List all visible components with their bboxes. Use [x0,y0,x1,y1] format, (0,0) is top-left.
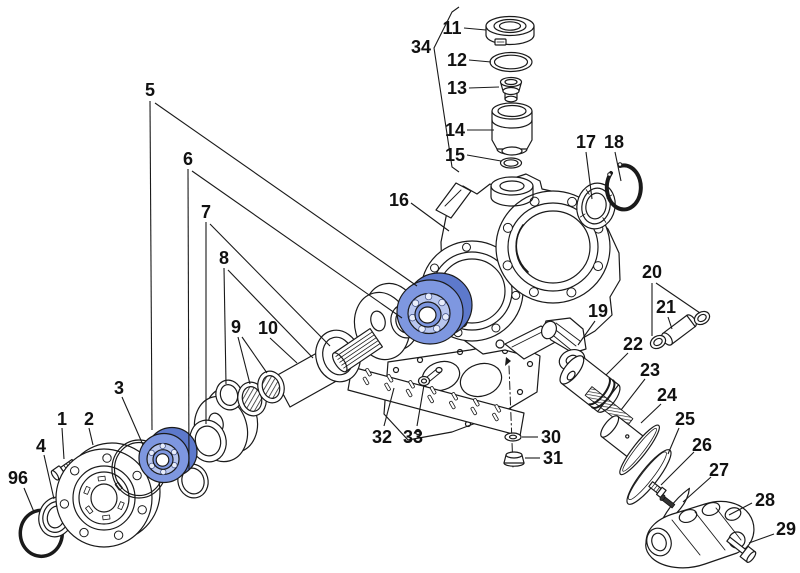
leader-line-5 [154,102,418,287]
leader-line-13 [468,86,500,89]
part-label-31: 31 [543,448,563,468]
leader-line-20 [655,282,701,314]
bearing-5-right [396,272,473,345]
washer-7-left [189,419,227,463]
needle-bearings-9 [237,370,285,417]
washer-8-left [215,379,243,411]
leader-line-6 [191,170,403,319]
part-label-14: 14 [445,120,465,140]
leader-line-8 [223,267,227,385]
leader-line-27 [682,476,712,503]
part-label-32: 32 [372,427,392,447]
washer-30-shape [504,432,522,442]
leader-line-9 [237,336,251,385]
leader-line-26 [660,451,695,486]
part-label-12: 12 [447,50,467,70]
leader-line-12 [468,59,492,63]
spline-shaft-end [331,327,383,373]
part-label-15: 15 [445,145,465,165]
part-label-7: 7 [201,202,211,222]
leader-line-19 [577,320,596,346]
part-label-33: 33 [403,427,423,447]
snap-ring-18-shape [604,162,643,212]
leader-line-33 [416,384,425,427]
part-label-11: 11 [442,18,461,38]
plate-25-shape [626,449,672,505]
part-label-5: 5 [145,80,155,100]
part-label-4: 4 [36,436,46,456]
part-label-24: 24 [657,385,677,405]
part-label-29: 29 [776,519,796,539]
leader-line-3 [121,396,144,446]
part-label-25: 25 [675,409,695,429]
leader-line-18 [614,151,622,182]
leader-line-34 [433,6,460,173]
leader-line-22 [605,352,629,376]
part-label-28: 28 [755,490,775,510]
leader-line-15 [466,154,502,162]
bolt-33-shape [417,366,443,387]
leader-line-96 [23,487,35,513]
leader-line-7 [209,223,331,347]
part-label-21: 21 [656,297,676,317]
bearing-5-left [138,426,198,484]
part-label-3: 3 [114,378,124,398]
bolt-26-shape [648,481,667,499]
leader-line-28 [728,502,753,516]
part-label-23: 23 [640,360,660,380]
o-ring-15-shape [499,157,523,169]
part-label-18: 18 [604,132,624,152]
leader-line-16 [410,202,450,232]
part-label-17: 17 [576,132,596,152]
bearing-cover-2-shape [55,442,161,548]
centerline [508,365,514,469]
part-label-34: 34 [411,37,431,57]
part-label-20: 20 [642,262,662,282]
leader-line-32 [383,387,395,427]
part-label-16: 16 [389,190,409,210]
leader-line-10 [269,337,298,364]
bolt-29-shape [726,536,757,563]
leader-line-21 [667,316,673,330]
part-label-9: 9 [231,317,241,337]
plunger-24-shape [600,415,660,476]
part-label-10: 10 [258,318,278,338]
leader-line-5 [149,100,153,431]
valve-13-shape [499,76,523,103]
leader-line-29 [748,533,775,544]
leader-line-8 [227,269,314,359]
leader-line-4 [43,454,55,500]
oil-seal-17-shape [576,182,616,230]
part-label-6: 6 [183,149,193,169]
part-label-2: 2 [84,409,94,429]
part-label-1: 1 [57,409,67,429]
leader-line-9 [241,336,268,374]
part-label-13: 13 [447,78,467,98]
plug-31-shape [503,451,525,467]
leader-line-25 [667,427,680,455]
leader-line-6 [187,168,190,471]
part-label-26: 26 [692,435,712,455]
part-label-96: 96 [8,468,28,488]
mounting-rail-shape [347,366,525,437]
piston-cup-14-shape [491,102,533,156]
o-rings-20-shape [649,310,711,350]
leader-line-24 [640,403,662,424]
part-label-30: 30 [541,427,561,447]
o-ring-12-shape [489,51,533,73]
leader-line-17 [585,151,593,200]
part-label-8: 8 [219,248,229,268]
valve-cap-11-shape [485,15,535,46]
part-label-19: 19 [588,301,608,321]
part-label-22: 22 [623,334,643,354]
leader-line-11 [463,27,487,31]
part-label-27: 27 [709,460,729,480]
leader-line-2 [88,427,94,446]
leader-line-1 [61,427,65,460]
spring-23-shape [584,386,634,428]
leader-line-23 [620,378,646,411]
